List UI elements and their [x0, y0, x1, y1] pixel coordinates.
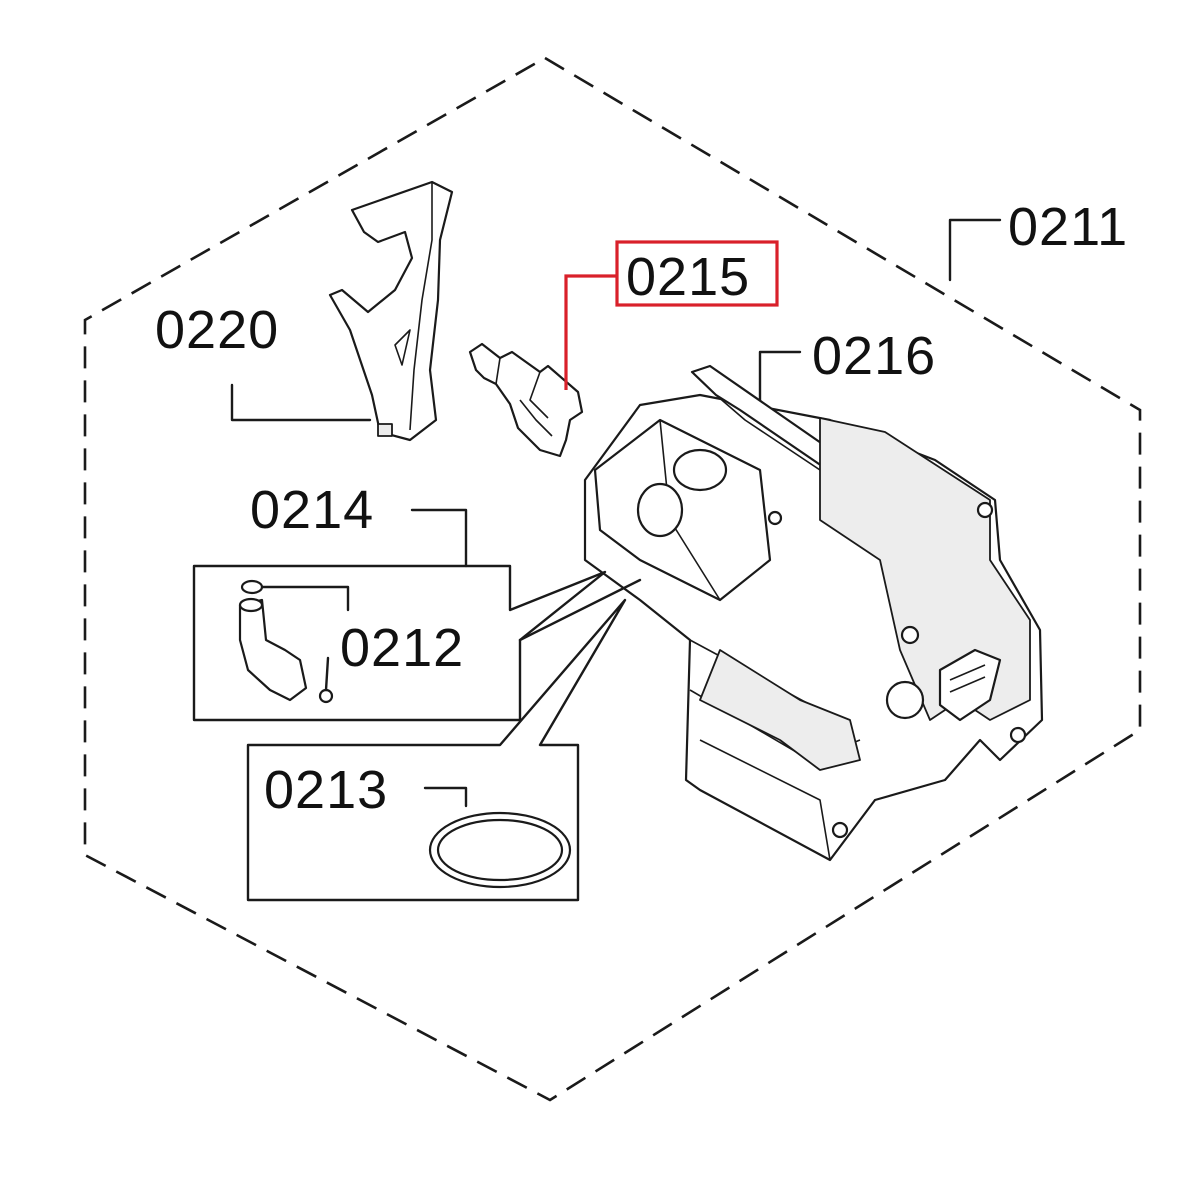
leader-0211: [948, 218, 1002, 282]
assembly-boundary: [83, 56, 1142, 1102]
callout-0211[interactable]: 0211: [1008, 197, 1128, 257]
callout-0214[interactable]: 0214: [250, 480, 374, 540]
leader-0212b: [324, 656, 330, 692]
leader-0214: [410, 508, 468, 568]
leader-0216: [758, 350, 802, 402]
part-0212-elbow[interactable]: [238, 579, 334, 704]
part-0216-unit-body[interactable]: [583, 364, 1044, 862]
part-0215-switch[interactable]: [468, 342, 584, 458]
group-box-0214: [192, 564, 607, 722]
part-0213-gasket[interactable]: [428, 811, 572, 889]
part-0220-lever[interactable]: [328, 180, 454, 442]
group-box-0213: [246, 598, 627, 902]
callout-0216[interactable]: 0216: [812, 326, 936, 386]
leader-0212: [260, 585, 350, 612]
pointer-0214-to-unit: [518, 578, 642, 642]
callout-0212[interactable]: 0212: [340, 618, 464, 678]
leader-0213: [423, 786, 468, 808]
callout-0220[interactable]: 0220: [155, 300, 279, 360]
leader-0215-highlight: [564, 274, 618, 390]
callout-0215-highlight-box[interactable]: [615, 240, 779, 307]
callout-0213[interactable]: 0213: [264, 760, 388, 820]
leader-0220: [230, 383, 372, 422]
callout-0215[interactable]: 0215: [626, 247, 750, 307]
